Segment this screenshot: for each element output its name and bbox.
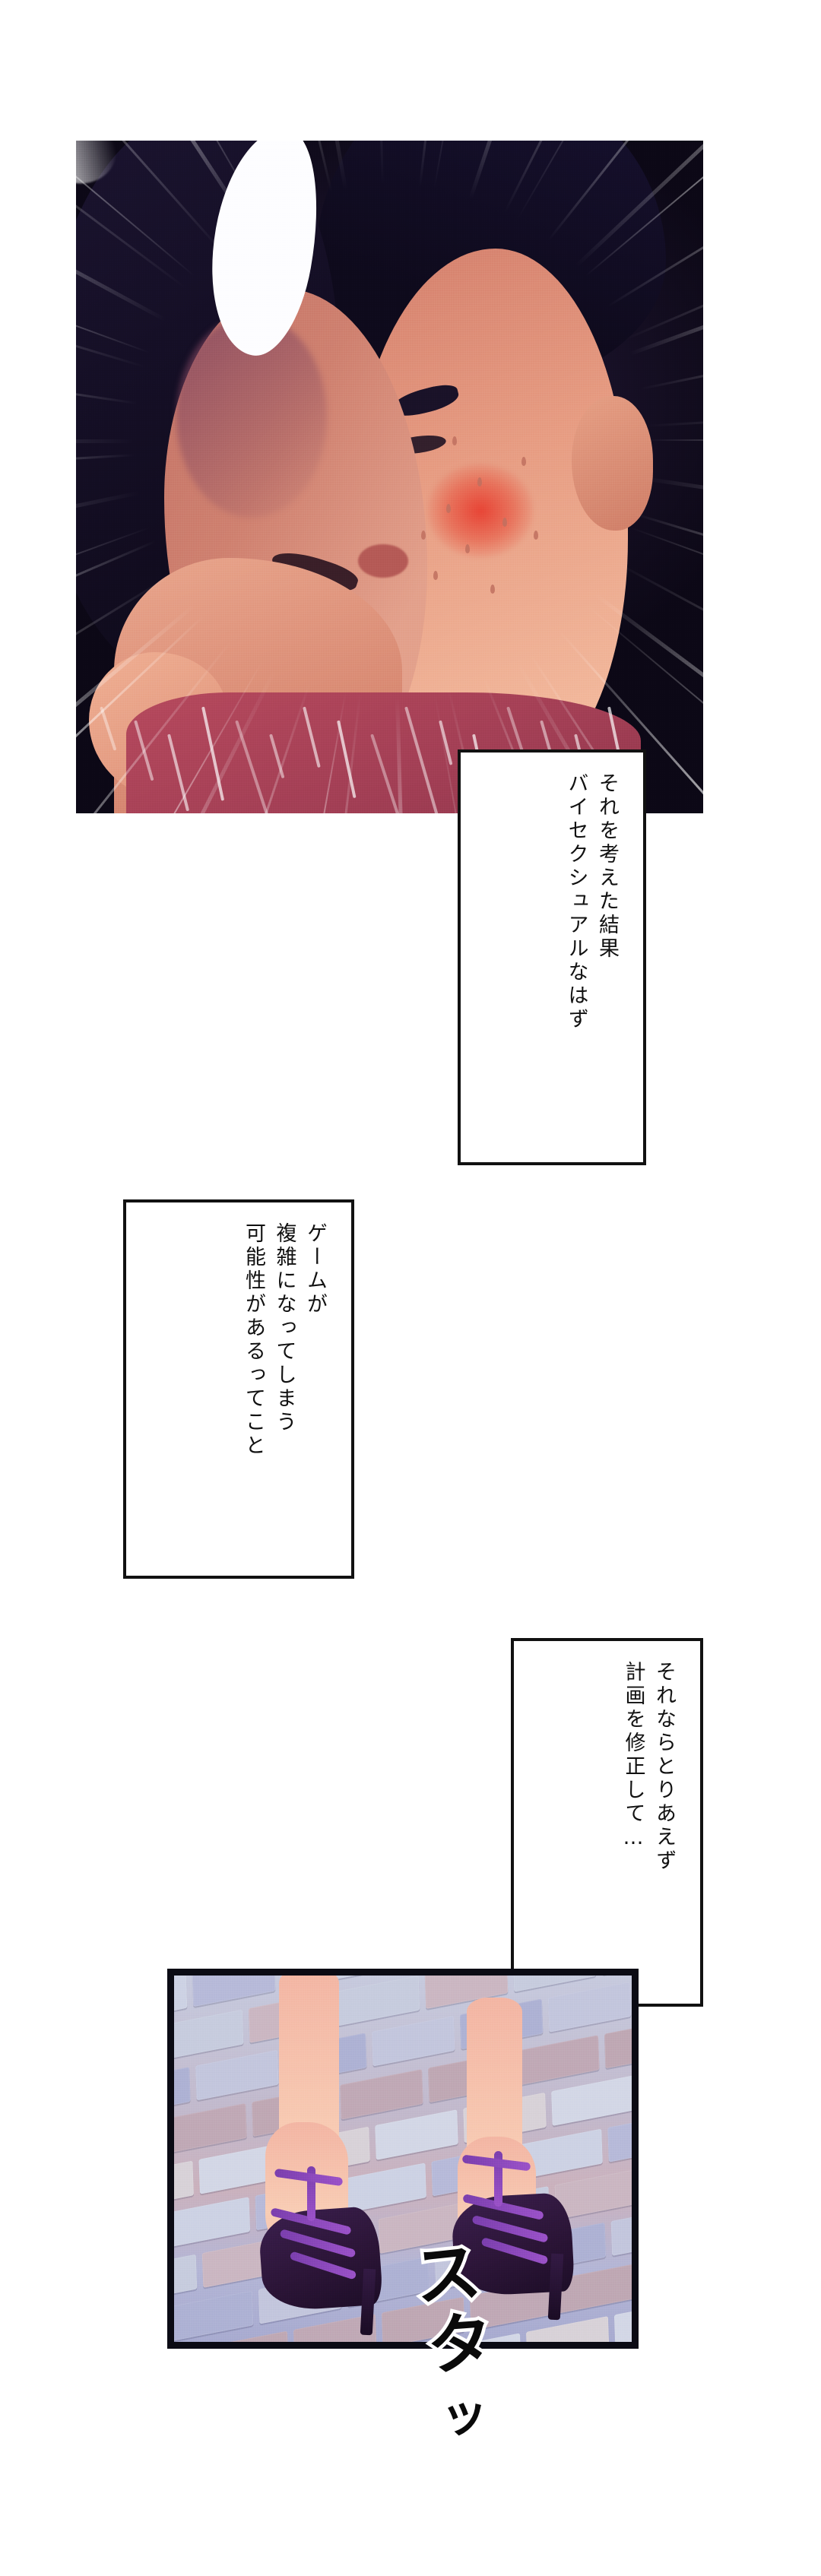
caption-line: ゲームが [303,1222,327,1317]
caption-box-3: それならとりあえず 計画を修正して… [511,1638,703,2007]
caption-box-1: それを考えた結果 バイセクシュアルなはず [458,749,646,1165]
caption-line: 計画を修正して… [621,1661,645,1852]
pavement-tiles [167,1969,639,2349]
ear-right [571,396,653,531]
caption-line: バイセクシュアルなはず [564,772,588,1031]
sweat-drop [521,456,526,466]
caption-box-2: ゲームが 複雑になってしまう 可能性があるってこと [123,1199,354,1579]
sweat-drop [452,436,457,446]
sweat-drop [445,503,451,513]
caption-line: 可能性があるってこと [242,1222,265,1458]
ankle-strap [306,2166,315,2221]
pavement-tile [636,1969,639,2016]
pavement-tile [174,1976,188,2024]
caption-line: 複雑になってしまう [272,1222,296,1434]
panel-kiss-scene [76,141,703,813]
sweat-drop [433,571,439,581]
sweat-drop [502,517,507,527]
sweat-drop [534,531,539,540]
pavement-tile [512,1976,596,1992]
hair-highlight [76,141,123,191]
pavement-tile [192,1976,276,2007]
panel-heels-scene [167,1969,639,2349]
pavement-tile [174,2067,191,2118]
pavement-tile [174,2160,194,2212]
sweat-drop [477,477,482,486]
pavement-tile [601,1969,639,1975]
sweat-drop [490,585,495,594]
caption-line: それを考えた結果 [595,772,619,961]
sfx-char: ッ [436,2382,493,2447]
sweat-drop [464,544,470,553]
pavement-tile [174,2254,198,2305]
ankle-strap [494,2151,503,2207]
pavement-tile [368,1969,452,1973]
pavement-tile [167,2348,200,2349]
sweat-drop [420,531,426,540]
caption-line: それならとりあえず [652,1661,676,1873]
